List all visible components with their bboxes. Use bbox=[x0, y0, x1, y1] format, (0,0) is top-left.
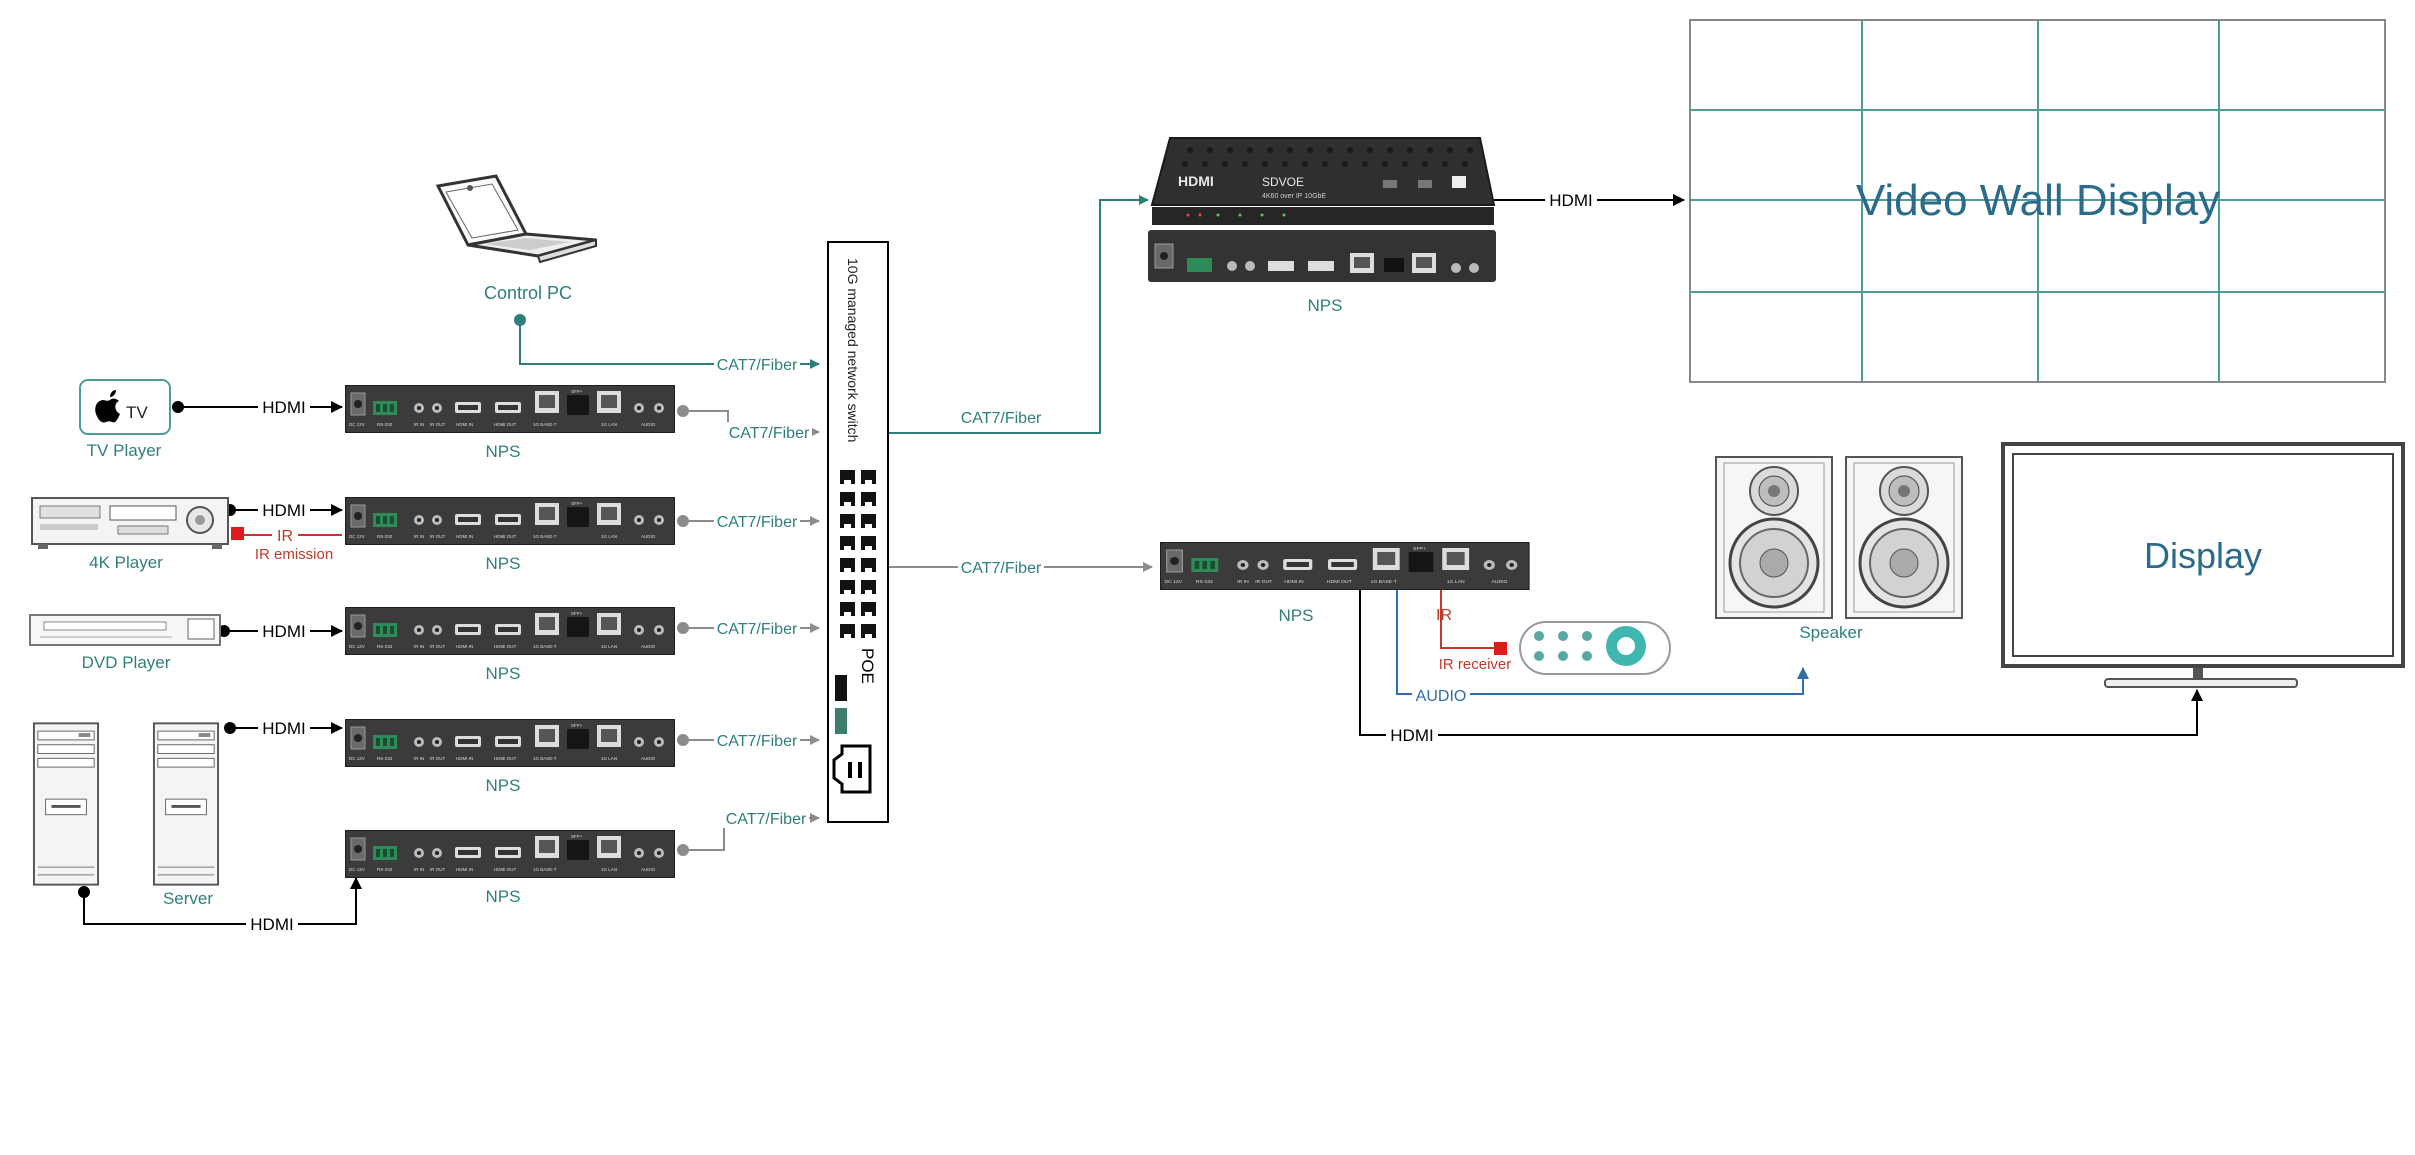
ir-remote bbox=[1519, 621, 1671, 675]
cat7-label: CAT7/Fiber bbox=[961, 560, 1042, 577]
hdmi-label: HDMI bbox=[262, 719, 305, 738]
tower-pc bbox=[32, 722, 100, 886]
nps-label: NPS bbox=[1279, 606, 1314, 625]
link-labels: CAT7/Fiber CAT7/Fiber CAT7/Fiber CAT7/Fi… bbox=[246, 190, 1597, 934]
nps-encoder-5: NPS bbox=[345, 830, 675, 906]
dvd-player-label: DVD Player bbox=[82, 653, 171, 672]
cat7-label: CAT7/Fiber bbox=[729, 425, 810, 442]
nps-decoder: NPS bbox=[1160, 542, 1530, 625]
switch-label: 10G managed network switch bbox=[845, 258, 861, 442]
cat7-label: CAT7/Fiber bbox=[717, 733, 798, 750]
ir-label: IR bbox=[1436, 607, 1452, 624]
dvd-player: DVD Player bbox=[29, 614, 221, 672]
tv-logo-text: TV bbox=[126, 403, 148, 422]
nps-encoder-4: NPS bbox=[345, 719, 675, 795]
player-4k-label: 4K Player bbox=[89, 553, 163, 572]
apple-logo-icon bbox=[95, 390, 120, 423]
display-label: Display bbox=[2144, 535, 2262, 576]
ir-emission-label: IR emission bbox=[255, 546, 333, 563]
nps-label: NPS bbox=[1308, 296, 1343, 315]
large-unit-logo: SDVOE bbox=[1262, 175, 1304, 189]
large-unit-model: 4K60 over IP 10GbE bbox=[1262, 193, 1326, 200]
nps-label: NPS bbox=[486, 887, 521, 906]
ir-label: IR bbox=[277, 528, 293, 545]
nps-label: NPS bbox=[486, 554, 521, 573]
audio-label: AUDIO bbox=[1416, 688, 1467, 705]
nps-label: NPS bbox=[486, 664, 521, 683]
cat7-label: CAT7/Fiber bbox=[726, 811, 807, 828]
hdmi-label: HDMI bbox=[1390, 726, 1433, 745]
switch-port-sfp bbox=[835, 708, 847, 734]
control-pc-label: Control PC bbox=[484, 283, 572, 303]
nps-label: NPS bbox=[486, 776, 521, 795]
hdmi-label: HDMI bbox=[1549, 191, 1592, 210]
poe-label: POE bbox=[858, 648, 877, 684]
nps-encoder-3: NPS bbox=[345, 607, 675, 683]
cat7-label: CAT7/Fiber bbox=[717, 514, 798, 531]
display: Display bbox=[2001, 442, 2405, 688]
server-label: Server bbox=[163, 889, 213, 908]
hdmi-label: HDMI bbox=[262, 501, 305, 520]
large-unit-brand: HDMI bbox=[1178, 173, 1214, 189]
power-inlet bbox=[832, 744, 872, 794]
tv-player-label: TV Player bbox=[87, 441, 162, 460]
switch-port-black bbox=[835, 675, 847, 701]
nps-label: NPS bbox=[486, 442, 521, 461]
speakers: Speaker bbox=[1714, 455, 1964, 642]
network-switch: 10G managed network switch POE bbox=[827, 241, 889, 823]
server: Server bbox=[152, 722, 220, 908]
hdmi-label: HDMI bbox=[250, 915, 293, 934]
speaker-label: Speaker bbox=[1799, 623, 1863, 642]
cat7-label: CAT7/Fiber bbox=[717, 621, 798, 638]
hdmi-label: HDMI bbox=[262, 398, 305, 417]
tv-player: TV TV Player bbox=[79, 379, 171, 460]
video-wall-display: Video Wall Display bbox=[1689, 19, 2386, 383]
player-4k: 4K Player bbox=[31, 497, 229, 572]
cat7-label: CAT7/Fiber bbox=[717, 357, 798, 374]
cat7-label: CAT7/Fiber bbox=[961, 410, 1042, 427]
nps-encoder-2: NPS bbox=[345, 497, 675, 573]
laptop-control-pc: Control PC bbox=[435, 174, 597, 303]
hdmi-label: HDMI bbox=[262, 622, 305, 641]
ir-receiver-label: IR receiver bbox=[1439, 656, 1512, 673]
nps-large-unit: HDMI SDVOE 4K60 over IP 10GbE NPS bbox=[1148, 137, 1496, 315]
nps-encoder-1: NPS bbox=[345, 385, 675, 461]
video-wall-label: Video Wall Display bbox=[1856, 176, 2220, 225]
